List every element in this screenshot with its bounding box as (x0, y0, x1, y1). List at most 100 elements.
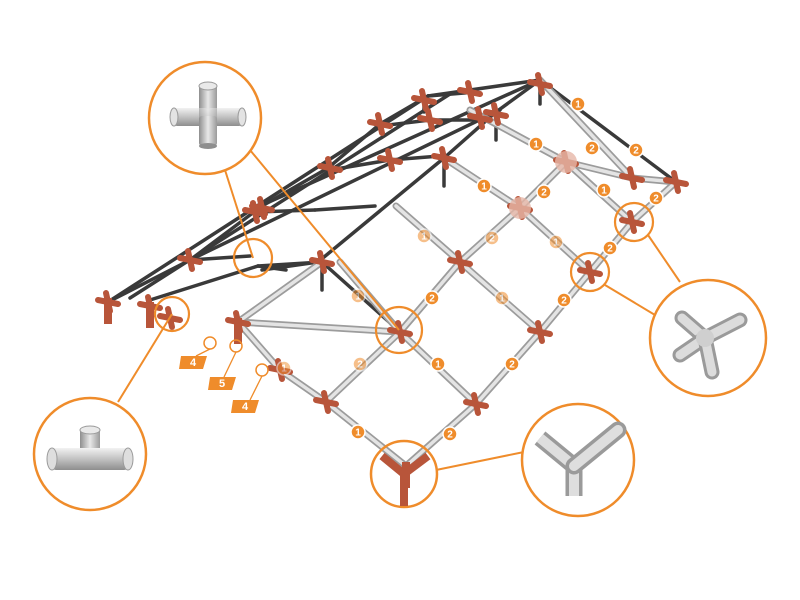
highlight-ring (374, 305, 424, 355)
length-badge-label: 2 (541, 188, 547, 199)
highlight-ring (613, 201, 655, 243)
connector-joint (417, 108, 443, 132)
frame-bar (106, 258, 192, 304)
connector-joint (527, 320, 553, 344)
connector-joint (225, 310, 251, 334)
callout-tee-connector (32, 396, 148, 512)
connector-joint (447, 250, 473, 274)
length-badge: 2 (628, 142, 644, 158)
connector-joint (242, 200, 268, 224)
length-badge-circle (276, 360, 292, 376)
length-badge-circle (442, 426, 458, 442)
length-badge: 1 (430, 356, 446, 372)
pipe-highlight (324, 400, 408, 468)
pole-tag: 4 (231, 400, 259, 413)
length-badge-label: 1 (355, 292, 361, 303)
cross-fitting-icon (169, 81, 247, 149)
connector-joint (309, 250, 335, 274)
pipe-highlight (236, 260, 324, 324)
pipe-highlight (236, 320, 402, 334)
length-badge-circle (504, 356, 520, 372)
frame-bar (316, 156, 446, 264)
connector-joint (483, 102, 509, 126)
length-badge-circle (570, 96, 586, 112)
frame-bar (326, 122, 382, 170)
length-badge-circle (628, 142, 644, 158)
length-badge-label: 2 (429, 294, 435, 305)
pole-tag-label: 4 (190, 357, 197, 369)
frame-bar (313, 204, 377, 212)
connector-joint (457, 80, 483, 104)
length-badge-circle (424, 290, 440, 306)
callout-leader (647, 234, 681, 283)
frame-bar (260, 260, 320, 272)
pole-ring (203, 336, 217, 350)
callout-y-connector (520, 402, 636, 518)
length-badge: 2 (424, 290, 440, 306)
length-badge-label: 1 (601, 186, 607, 197)
length-badge-circle (602, 240, 618, 256)
frame-bar (188, 204, 264, 262)
length-badge-circle (596, 182, 612, 198)
length-badge: 2 (442, 426, 458, 442)
length-badge-label: 2 (633, 146, 639, 157)
connector-joint (313, 390, 339, 414)
length-badge: 1 (596, 182, 612, 198)
pole-tags: 4 5 4 (179, 356, 259, 413)
length-badge: 2 (536, 184, 552, 200)
pole-tag-line (249, 375, 263, 401)
frame-bar (538, 78, 678, 184)
highlight-ring (232, 237, 274, 279)
length-badge: 1 (416, 228, 432, 244)
connector-joint (619, 210, 645, 234)
highlight-ring (153, 295, 191, 333)
length-badge-label: 2 (561, 296, 567, 307)
connector-joint (619, 166, 645, 190)
ridge-end-joint (369, 439, 439, 509)
length-badge-circle (484, 230, 500, 246)
callout-leader (604, 284, 656, 316)
connector-joint (377, 148, 403, 172)
length-badge: 1 (276, 360, 292, 376)
length-badge-circle (556, 292, 572, 308)
connector-joint (177, 248, 203, 272)
tee-fitting-icon (46, 425, 134, 471)
callout-leader (249, 149, 400, 331)
length-badge: 1 (350, 288, 366, 304)
pole-tag-label: 4 (242, 401, 249, 413)
length-badge-circle (430, 356, 446, 372)
connector-joint (387, 320, 413, 344)
length-badge-label: 1 (281, 364, 287, 375)
callout-cross-connector (147, 60, 263, 176)
length-badge: 1 (476, 178, 492, 194)
length-badge-label: 1 (533, 140, 539, 151)
length-badge-label: 1 (481, 182, 487, 193)
length-badge-circle (416, 228, 432, 244)
pole-tag-line (195, 348, 211, 357)
connector-joint (367, 112, 393, 136)
callout-three-way-connector (648, 278, 768, 398)
pole-ring (255, 363, 269, 377)
pipe-highlight (538, 78, 634, 180)
frame-bar (260, 166, 330, 208)
y-fitting-icon (534, 421, 627, 496)
length-badge-circle (350, 288, 366, 304)
length-badge-circle (528, 136, 544, 152)
callout-leader (224, 169, 254, 259)
length-badge-label: 1 (421, 232, 427, 243)
length-badge-circle (352, 356, 368, 372)
connector-joint (95, 290, 121, 314)
length-badge-label: 2 (589, 144, 595, 155)
length-badge-circle (536, 184, 552, 200)
connector-joint (527, 72, 553, 96)
connector-joint (463, 392, 489, 416)
length-badge-label: 2 (447, 430, 453, 441)
length-badge-circle (584, 140, 600, 156)
length-badge-label: 1 (553, 238, 559, 249)
callout-leader (117, 313, 173, 403)
length-badge-label: 1 (435, 360, 441, 371)
connector-joint (317, 156, 343, 180)
